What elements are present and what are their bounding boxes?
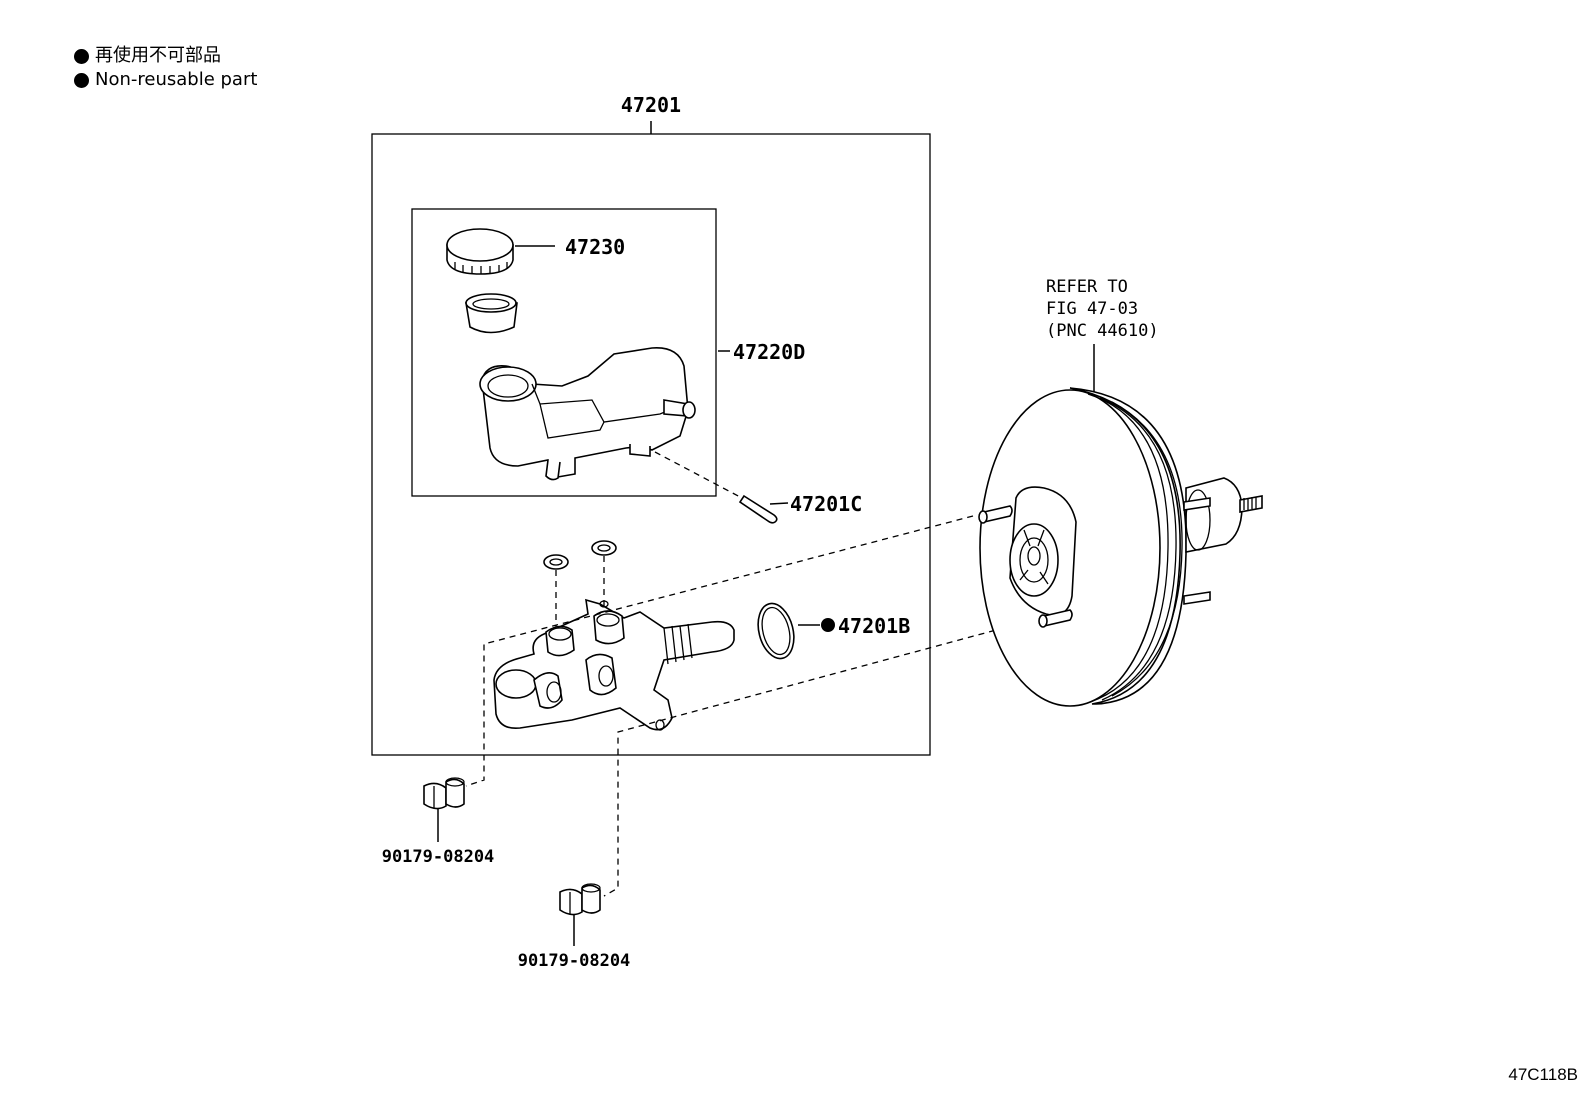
pin-leader bbox=[769, 502, 789, 505]
upper-stud-dash bbox=[465, 515, 974, 787]
filled-circle-icon bbox=[74, 48, 89, 64]
o-ring[interactable] bbox=[753, 600, 800, 663]
filled-circle-icon bbox=[74, 72, 89, 88]
part-label-nut-2[interactable]: 90179-08204 bbox=[518, 951, 631, 971]
brake-booster[interactable] bbox=[978, 387, 1263, 707]
legend: 再使用不可部品 Non-reusable part bbox=[74, 44, 257, 92]
part-label-47201C[interactable]: 47201C bbox=[790, 492, 862, 516]
part-label-47201B[interactable]: 47201B bbox=[838, 614, 910, 638]
grommet-left[interactable] bbox=[543, 554, 569, 570]
figure-code: 47C118B bbox=[1508, 1065, 1578, 1084]
pin-dash-line bbox=[654, 451, 743, 499]
reservoir-frame bbox=[411, 208, 717, 497]
reservoir-body[interactable] bbox=[479, 347, 696, 481]
part-label-47230[interactable]: 47230 bbox=[565, 235, 625, 259]
lower-stud-dash bbox=[603, 615, 1049, 897]
part-label-nut-1[interactable]: 90179-08204 bbox=[382, 847, 495, 867]
reference-line-1: REFER TO bbox=[1046, 277, 1128, 297]
legend-row-en: Non-reusable part bbox=[74, 68, 257, 92]
nut-2[interactable] bbox=[559, 883, 601, 916]
master-cylinder[interactable] bbox=[493, 598, 735, 731]
part-label-47220D[interactable]: 47220D bbox=[733, 340, 805, 364]
legend-row-jp: 再使用不可部品 bbox=[74, 44, 257, 68]
reference-line-2: FIG 47-03 bbox=[1046, 299, 1138, 319]
strainer[interactable] bbox=[465, 293, 518, 334]
non-reusable-marker-icon bbox=[821, 618, 835, 632]
legend-en-text: Non-reusable part bbox=[95, 69, 258, 90]
nut-1[interactable] bbox=[423, 777, 465, 810]
reference-line-3: (PNC 44610) bbox=[1046, 321, 1159, 341]
legend-jp-text: 再使用不可部品 bbox=[95, 45, 221, 66]
part-label-47201[interactable]: 47201 bbox=[621, 93, 681, 117]
retaining-pin[interactable] bbox=[738, 494, 778, 524]
reservoir-cap[interactable] bbox=[446, 228, 514, 275]
grommet-right[interactable] bbox=[591, 540, 617, 556]
